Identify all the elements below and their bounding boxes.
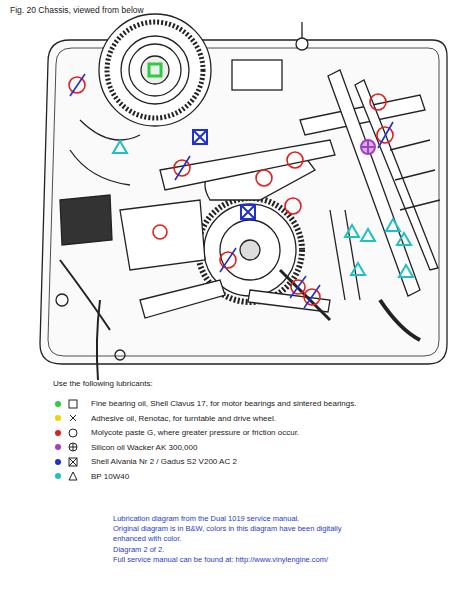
- legend-text: Fine bearing oil, Shell Clavus 17, for m…: [91, 399, 356, 408]
- legend-symbol: [67, 398, 79, 410]
- legend-text: Shell Alvania Nr 2 / Gadus S2 V200 AC 2: [91, 457, 237, 466]
- legend-swatch: [55, 444, 61, 450]
- caption-note: Lubrication diagram from the Dual 1019 s…: [113, 514, 299, 524]
- legend-text: Silicon oil Wacker AK 300,000: [91, 443, 197, 452]
- legend-row: BP 10W40: [55, 470, 129, 483]
- legend-heading: Use the following lubricants:: [53, 379, 153, 389]
- legend-row: Molycote paste G, where greater pressure…: [55, 426, 299, 439]
- legend-row: Shell Alvania Nr 2 / Gadus S2 V200 AC 2: [55, 455, 237, 468]
- legend-swatch: [55, 430, 61, 436]
- caption-note: Original diagram is in B&W, colors in th…: [113, 524, 358, 544]
- legend-swatch: [55, 401, 61, 407]
- legend-swatch: [55, 415, 61, 421]
- legend-symbol: [67, 456, 79, 468]
- legend-text: Adhesive oil, Renotac, for turntable and…: [91, 414, 276, 423]
- caption-note: Full service manual can be found at: htt…: [113, 555, 328, 565]
- legend-swatch: [55, 473, 61, 479]
- legend-text: BP 10W40: [91, 472, 129, 481]
- legend-row: Silicon oil Wacker AK 300,000: [55, 441, 197, 454]
- legend-row: Adhesive oil, Renotac, for turntable and…: [55, 412, 276, 425]
- caption-note: Diagram 2 of 2.: [113, 545, 164, 555]
- legend-row: Fine bearing oil, Shell Clavus 17, for m…: [55, 397, 356, 410]
- legend-symbol: [67, 412, 79, 424]
- legend-swatch: [55, 459, 61, 465]
- legend-text: Molycote paste G, where greater pressure…: [91, 428, 299, 437]
- figure-title: Fig. 20 Chassis, viewed from below: [10, 5, 144, 15]
- legend-symbol: [67, 441, 79, 453]
- legend-symbol: [67, 427, 79, 439]
- legend-symbol: [67, 470, 79, 482]
